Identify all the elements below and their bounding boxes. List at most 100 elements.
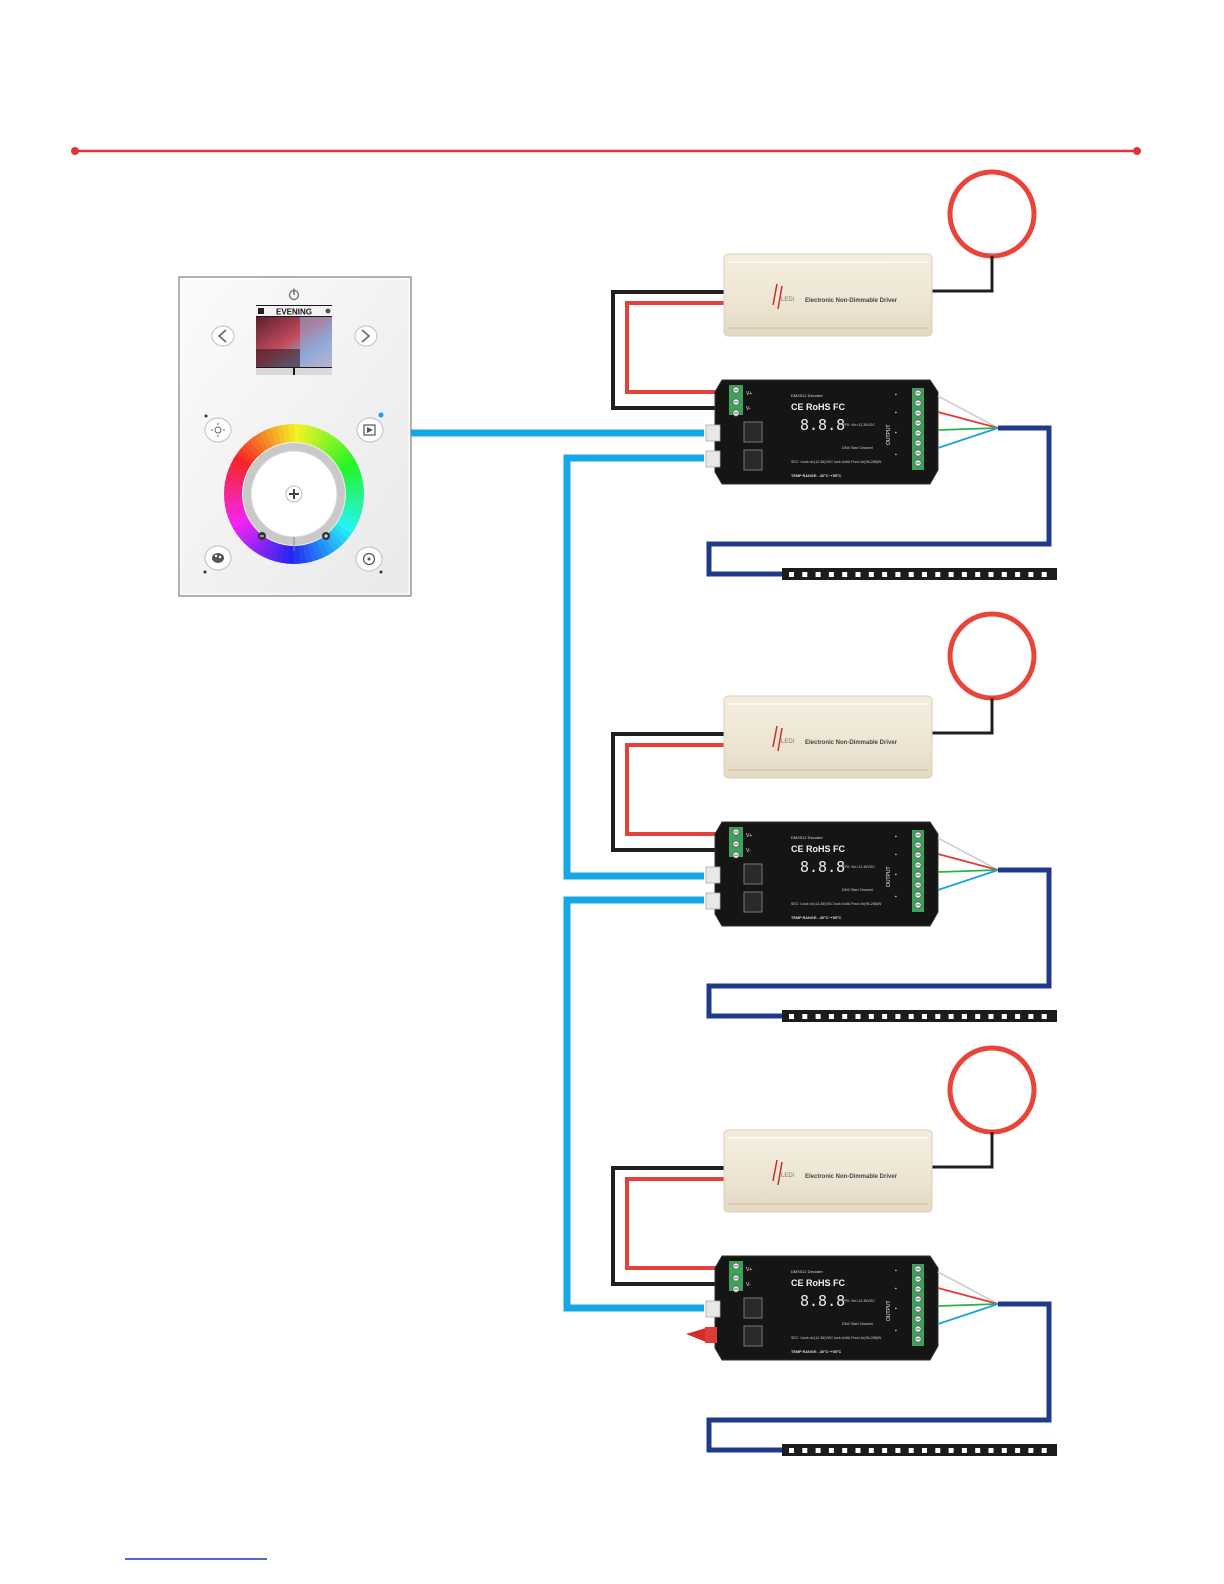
color-wheel-segment[interactable] <box>253 432 269 452</box>
color-wheel-segment[interactable] <box>224 480 243 490</box>
strip-feed-cable <box>706 425 1052 577</box>
color-wheel-segment[interactable] <box>224 497 243 507</box>
led-chip <box>868 572 874 577</box>
color-wheel-segment[interactable] <box>253 536 268 555</box>
output-channel-label: ▪ <box>895 430 897 436</box>
led-chip <box>802 1014 808 1019</box>
color-wheel-segment[interactable] <box>344 503 363 514</box>
color-wheel-segment[interactable] <box>280 545 290 564</box>
palette-button[interactable] <box>203 545 232 574</box>
led-chip <box>815 1014 821 1019</box>
mains-supply-circle <box>947 169 1037 259</box>
color-wheel-segment[interactable] <box>227 511 247 524</box>
color-wheel-segment[interactable] <box>345 498 364 508</box>
color-wheel-segment[interactable] <box>232 519 252 535</box>
power-icon[interactable] <box>288 288 300 301</box>
color-wheel-segment[interactable] <box>315 539 329 558</box>
next-scene-button[interactable] <box>354 325 378 347</box>
color-wheel-center[interactable] <box>250 450 338 551</box>
color-wheel-segment[interactable] <box>336 453 356 469</box>
mains-wire <box>932 256 994 293</box>
color-wheel-segment[interactable] <box>336 520 355 535</box>
output-channel-label: ▪ <box>895 1306 897 1312</box>
color-wheel-segment[interactable] <box>330 527 348 545</box>
color-wheel-segment[interactable] <box>345 481 364 491</box>
color-wheel-segment[interactable] <box>236 523 255 539</box>
led-chip <box>855 1014 861 1019</box>
color-wheel-segment[interactable] <box>224 493 243 501</box>
color-wheel-segment[interactable] <box>270 426 282 446</box>
color-wheel-segment[interactable] <box>281 424 291 443</box>
color-wheel-segment[interactable] <box>239 526 258 544</box>
color-wheel-segment[interactable] <box>298 424 308 443</box>
output-channel-label: ▪ <box>895 834 897 840</box>
output-channel-wire <box>937 427 999 431</box>
driver-label: Electronic Non-Dimmable Driver <box>805 1174 898 1180</box>
color-wheel-segment[interactable] <box>338 515 358 530</box>
color-wheel-segment[interactable] <box>236 448 255 465</box>
color-wheel-segment[interactable] <box>327 440 345 458</box>
color-wheel-segment[interactable] <box>345 487 364 495</box>
color-wheel-segment[interactable] <box>303 425 314 444</box>
color-wheel-segment[interactable] <box>311 541 324 561</box>
color-wheel-segment[interactable] <box>330 444 349 462</box>
previous-scene-button[interactable] <box>211 325 235 347</box>
color-wheel-segment[interactable] <box>230 458 250 473</box>
color-wheel-segment[interactable] <box>226 469 246 481</box>
color-wheel-segment[interactable] <box>240 443 258 461</box>
led-chip <box>961 572 967 577</box>
color-wheel-segment[interactable] <box>263 540 277 560</box>
color-wheel-segment[interactable] <box>243 530 261 548</box>
color-wheel-segment[interactable] <box>259 430 273 449</box>
color-wheel-segment[interactable] <box>269 542 281 562</box>
color-wheel-segment[interactable] <box>342 507 362 519</box>
color-wheel-segment[interactable] <box>249 436 265 455</box>
color-wheel-segment[interactable] <box>323 436 340 455</box>
decoder-title: DMX512 Decoder <box>791 393 823 398</box>
color-wheel-segment[interactable] <box>320 433 335 452</box>
color-wheel-segment[interactable] <box>233 453 252 468</box>
output-channel-label: ▪ <box>895 1286 897 1292</box>
color-wheel-segment[interactable] <box>340 511 360 525</box>
color-wheel-segment[interactable] <box>244 439 262 458</box>
led-chip <box>828 1448 834 1453</box>
color-wheel-segment[interactable] <box>339 459 358 473</box>
color-wheel-segment[interactable] <box>264 427 277 447</box>
led-chip <box>815 572 821 577</box>
color-wheel-segment[interactable] <box>226 506 246 518</box>
color-wheel-segment[interactable] <box>342 470 362 482</box>
color-wheel-segment[interactable] <box>225 474 244 485</box>
decoder-temp: TEMP RANGE: -30°C~+55°C <box>791 916 841 920</box>
color-wheel-segment[interactable] <box>293 545 301 564</box>
led-chip <box>935 1014 941 1019</box>
output-channel-label: ▪ <box>895 392 897 398</box>
brightness-button[interactable] <box>204 414 232 443</box>
color-wheel-segment[interactable] <box>287 424 295 443</box>
color-wheel-segment[interactable] <box>297 545 307 564</box>
settings-button[interactable] <box>355 546 383 574</box>
color-wheel-segment[interactable] <box>333 523 352 540</box>
strip-feed-cable <box>706 1301 1052 1453</box>
led-chip <box>975 572 981 577</box>
color-wheel-segment[interactable] <box>307 426 319 446</box>
color-wheel-segment[interactable] <box>333 449 352 465</box>
led-chip <box>895 1448 901 1453</box>
color-wheel-segment[interactable] <box>274 544 285 563</box>
color-wheel-segment[interactable] <box>326 530 344 549</box>
color-wheel-segment[interactable] <box>258 538 273 558</box>
color-wheel-segment[interactable] <box>306 542 318 562</box>
led-chip <box>988 572 994 577</box>
color-wheel-segment[interactable] <box>228 463 248 477</box>
led-chip <box>948 572 954 577</box>
led-chip <box>895 1014 901 1019</box>
color-wheel-segment[interactable] <box>230 515 249 529</box>
color-wheel-segment[interactable] <box>315 430 330 450</box>
color-wheel-segment[interactable] <box>311 428 325 448</box>
color-wheel-segment[interactable] <box>341 464 361 477</box>
v-minus-label: V- <box>746 406 751 412</box>
v-minus-label: V- <box>746 848 751 854</box>
color-wheel-segment[interactable] <box>319 536 335 556</box>
play-scene-button[interactable] <box>356 412 384 443</box>
output-channel-wire <box>937 395 999 429</box>
